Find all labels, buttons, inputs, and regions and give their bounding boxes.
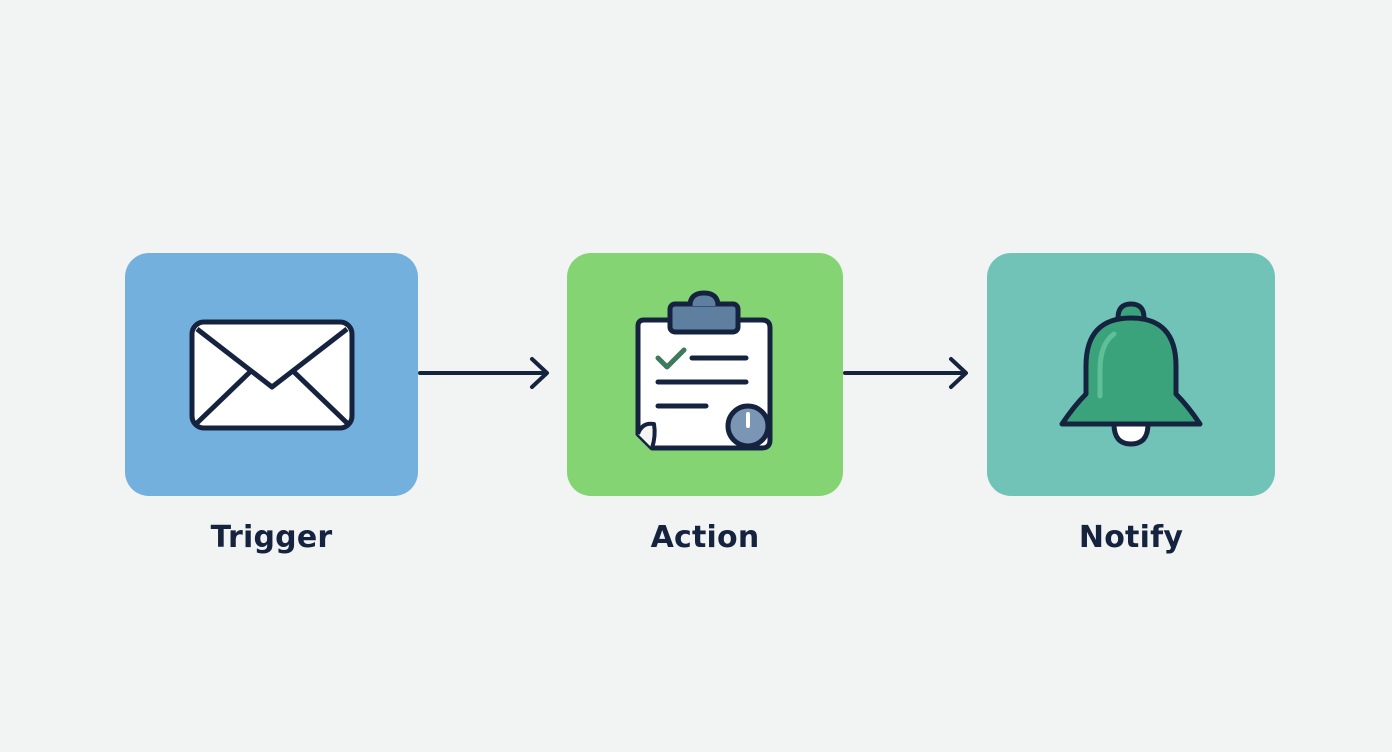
notify-step-box xyxy=(987,253,1275,496)
action-label: Action xyxy=(650,520,760,555)
envelope-icon xyxy=(189,319,354,430)
trigger-label: Trigger xyxy=(210,520,333,555)
notify-label: Notify xyxy=(1078,520,1184,555)
arrow-trigger-to-action xyxy=(418,357,549,389)
clipboard-check-icon xyxy=(635,289,773,450)
bell-icon xyxy=(1059,301,1203,446)
trigger-step-box xyxy=(125,253,418,496)
arrow-action-to-notify xyxy=(843,357,968,389)
action-step-box xyxy=(567,253,843,496)
